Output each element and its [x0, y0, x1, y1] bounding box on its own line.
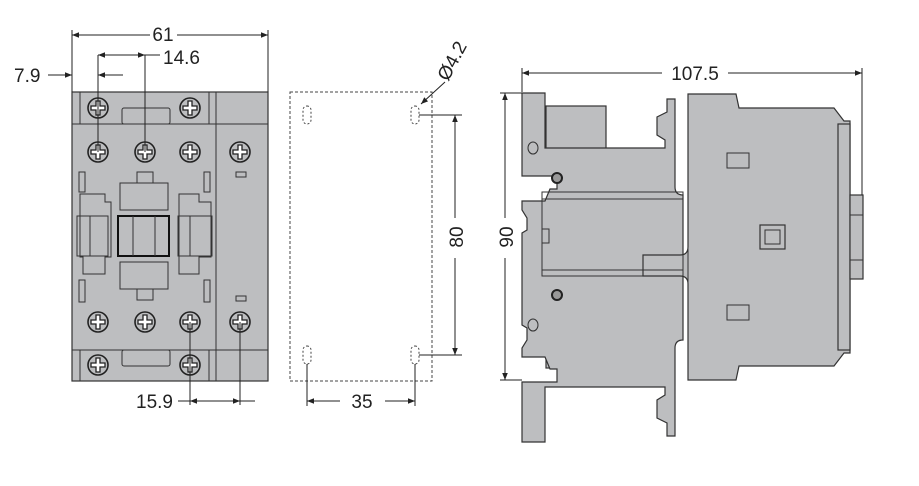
front-view: 61 14.6 7.9 15.9 — [14, 25, 269, 413]
dim-vertical-spacing: 80 — [447, 226, 468, 247]
side-view: 107.5 90 — [497, 64, 864, 443]
dim-horizontal-spacing: 35 — [351, 392, 372, 413]
dim-terminal-pitch: 14.6 — [163, 48, 200, 69]
dim-edge-to-terminal: 7.9 — [14, 66, 40, 87]
dim-width: 61 — [152, 25, 173, 46]
dim-hole-diameter: Ø4.2 — [434, 38, 472, 84]
dim-height: 90 — [497, 226, 518, 247]
dim-depth: 107.5 — [671, 64, 719, 85]
dim-aux-pitch: 15.9 — [136, 392, 173, 413]
mounting-view: 80 35 Ø4.2 — [289, 38, 472, 413]
